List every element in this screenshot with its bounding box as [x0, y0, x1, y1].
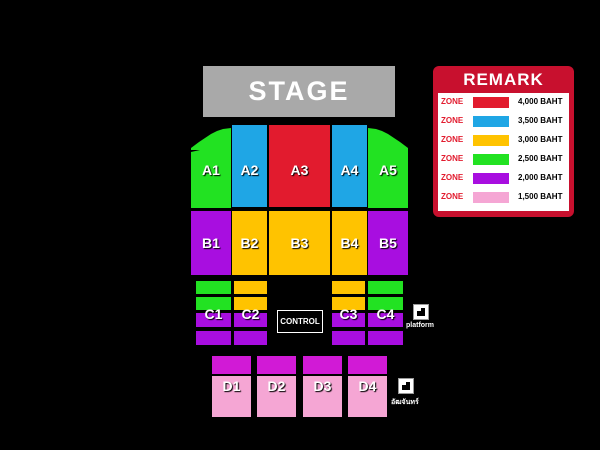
legend-row: ZONE 2,000 BAHT: [438, 169, 569, 187]
zone-d1-bottom: [212, 376, 251, 417]
zone-d2-top: [257, 356, 296, 374]
zone-d2[interactable]: D2: [257, 356, 296, 417]
legend-zone-label: ZONE: [441, 97, 464, 106]
zone-c1-part: [196, 313, 231, 327]
legend-price: 4,000 BAHT: [518, 97, 563, 106]
zone-c2-label: C2: [241, 306, 260, 322]
remark-legend: REMARK ZONE 4,000 BAHT ZONE 3,500 BAHT Z…: [433, 66, 574, 217]
zone-c3-part: [332, 313, 365, 327]
zone-d4-label: D4: [358, 378, 377, 394]
legend-row: ZONE 3,500 BAHT: [438, 112, 569, 130]
zone-b1-label: B1: [202, 235, 220, 251]
legend-row: ZONE 1,500 BAHT: [438, 188, 569, 206]
legend-price: 3,000 BAHT: [518, 135, 563, 144]
zone-d1-top: [212, 356, 251, 374]
zone-a1-steps: [191, 128, 231, 150]
zone-a5[interactable]: A5: [368, 148, 408, 208]
platform-icon: [413, 304, 429, 320]
zone-d4-bottom: [348, 376, 387, 417]
legend-zone-label: ZONE: [441, 116, 464, 125]
zone-d3-top: [303, 356, 342, 374]
zone-c1[interactable]: C1: [196, 281, 231, 346]
zone-d1[interactable]: D1: [212, 356, 251, 417]
legend-price: 3,500 BAHT: [518, 116, 563, 125]
legend-swatch: [473, 192, 509, 203]
zone-c3[interactable]: C3: [332, 281, 365, 346]
zone-a5-label: A5: [379, 162, 397, 178]
legend-swatch: [473, 116, 509, 127]
zone-c2-part: [234, 313, 267, 327]
zone-c2[interactable]: C2: [234, 281, 267, 346]
zone-c2-part: [234, 331, 267, 345]
zone-c4-part: [368, 313, 403, 327]
zone-d3[interactable]: D3: [303, 356, 342, 417]
zone-d2-label: D2: [267, 378, 286, 394]
control-booth: CONTROL: [277, 310, 323, 333]
legend-swatch: [473, 97, 509, 108]
zone-b2[interactable]: B2: [232, 211, 267, 275]
stand-icon: [398, 378, 414, 394]
zone-a2-label: A2: [240, 162, 259, 178]
zone-d3-label: D3: [313, 378, 332, 394]
zone-a1[interactable]: A1: [191, 148, 231, 208]
zone-c3-part: [332, 297, 365, 310]
legend-swatch: [473, 135, 509, 146]
zone-a5-steps: [368, 128, 408, 150]
legend-zone-label: ZONE: [441, 173, 464, 182]
platform-label: platform: [406, 322, 434, 329]
legend-price: 2,000 BAHT: [518, 173, 563, 182]
zone-c3-part: [332, 281, 365, 294]
zone-c4-part: [368, 331, 403, 345]
legend-price: 1,500 BAHT: [518, 192, 563, 201]
zone-b2-label: B2: [240, 235, 259, 251]
legend-zone-label: ZONE: [441, 135, 464, 144]
zone-a4-label: A4: [340, 162, 359, 178]
zone-c1-part: [196, 297, 231, 310]
legend-row: ZONE 2,500 BAHT: [438, 150, 569, 168]
zone-c1-label: C1: [204, 306, 223, 322]
zone-c4[interactable]: C4: [368, 281, 403, 346]
zone-b5-label: B5: [379, 235, 397, 251]
zone-a3-label: A3: [290, 162, 309, 178]
zone-b4-label: B4: [340, 235, 359, 251]
zone-c2-part: [234, 281, 267, 294]
zone-b4[interactable]: B4: [332, 211, 367, 275]
zone-a1-label: A1: [202, 162, 220, 178]
zone-d2-bottom: [257, 376, 296, 417]
legend-zone-label: ZONE: [441, 154, 464, 163]
remark-title: REMARK: [463, 70, 544, 89]
zone-d4-top: [348, 356, 387, 374]
zone-d3-bottom: [303, 376, 342, 417]
legend-price: 2,500 BAHT: [518, 154, 563, 163]
zone-a2[interactable]: A2: [232, 125, 267, 207]
legend-swatch: [473, 173, 509, 184]
stand-label: อัฒจันทร์: [391, 399, 419, 406]
zone-c3-part: [332, 331, 365, 345]
zone-b5[interactable]: B5: [368, 211, 408, 275]
zone-c1-part: [196, 331, 231, 345]
zone-c2-part: [234, 297, 267, 310]
zone-c4-part: [368, 297, 403, 310]
zone-a4[interactable]: A4: [332, 125, 367, 207]
zone-c4-part: [368, 281, 403, 294]
legend-swatch: [473, 154, 509, 165]
stage: STAGE: [203, 66, 395, 117]
remark-box: ZONE 4,000 BAHT ZONE 3,500 BAHT ZONE 3,0…: [438, 93, 569, 211]
zone-d4[interactable]: D4: [348, 356, 387, 417]
legend-row: ZONE 4,000 BAHT: [438, 93, 569, 111]
legend-zone-label: ZONE: [441, 192, 464, 201]
zone-b3[interactable]: B3: [269, 211, 330, 275]
zone-c3-label: C3: [339, 306, 358, 322]
zone-c1-part: [196, 281, 231, 294]
zone-d1-label: D1: [222, 378, 241, 394]
legend-row: ZONE 3,000 BAHT: [438, 131, 569, 149]
zone-c4-label: C4: [376, 306, 395, 322]
zone-a3[interactable]: A3: [269, 125, 330, 207]
zone-b1[interactable]: B1: [191, 211, 231, 275]
zone-b3-label: B3: [290, 235, 309, 251]
